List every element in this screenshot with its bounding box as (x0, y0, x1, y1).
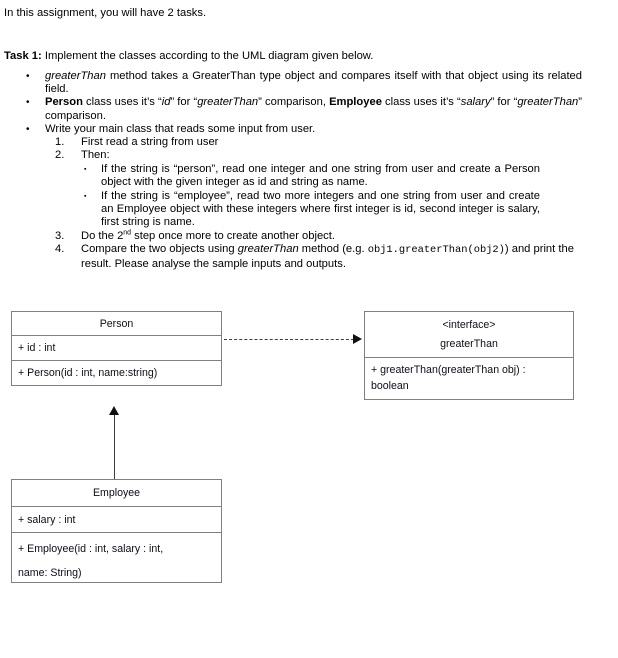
bullet-2-text-e: ” for “ (490, 96, 518, 109)
step-4-marker: 4. (55, 243, 65, 256)
step-1-text: First read a string from user (81, 136, 219, 149)
id-term: id (161, 96, 171, 109)
task-1-description: Implement the classes according to the U… (41, 50, 374, 62)
step-3-text: Do the 2nd step once more to create anot… (81, 229, 335, 242)
uml-employee-operation-line2: name: String) (18, 567, 82, 579)
greater-than-term: greaterThan (517, 96, 579, 109)
condition-employee-text: If the string is “employee”, read two mo… (101, 189, 540, 229)
person-term: Person (45, 96, 83, 109)
list-item: 3. Do the 2nd step once more to create a… (45, 229, 582, 243)
bullet-2-text-b: ” for “ (170, 96, 198, 109)
bullet-2-text-d: class uses it’s “ (381, 96, 461, 109)
step-3-marker: 3. (55, 229, 65, 242)
uml-person-title: Person (99, 317, 134, 330)
step-4-text-pre: Compare the two objects using (81, 243, 238, 256)
list-item: ▪ If the string is “person”, read one in… (45, 163, 582, 190)
task-1-label: Task 1: (4, 50, 42, 62)
uml-interface-title: greaterThan (440, 338, 498, 350)
salary-term: salary (460, 96, 491, 109)
step-1-marker: 1. (55, 136, 65, 149)
bullet-2-text-f: ” comparison. (45, 96, 582, 122)
uml-interface-operation-line1: + greaterThan(greaterThan obj) : (371, 364, 526, 376)
bullet-1-text: method takes a GreaterThan type object a… (45, 70, 582, 96)
ordinal-suffix: nd (123, 229, 132, 237)
uml-person-attribute: + id : int (12, 335, 221, 360)
realization-arrowhead-icon (353, 334, 362, 344)
uml-employee-title: Employee (92, 487, 141, 499)
step-3-text-post: step once more to create another object. (131, 229, 335, 242)
bullet-disc-icon: • (26, 97, 30, 109)
conditions-list: ▪ If the string is “person”, read one in… (45, 163, 582, 230)
uml-employee-operation-line1: + Employee(id : int, salary : int, (18, 543, 164, 555)
generalization-solid-line (114, 414, 115, 479)
list-item: • Write your main class that reads some … (0, 123, 600, 271)
employee-term: Employee (329, 96, 382, 109)
list-item: 1. First read a string from user (45, 136, 582, 149)
uml-person-operation: + Person(id : int, name:string) (12, 360, 221, 385)
bullet-2-text-a: class uses it’s “ (82, 96, 162, 109)
list-item: • greaterThan method takes a GreaterThan… (0, 70, 600, 96)
realization-dashed-line (224, 339, 354, 340)
list-item: 2. Then: (45, 149, 582, 162)
code-snippet: obj1.greaterThan(obj2) (367, 244, 505, 257)
greater-than-term: greaterThan (45, 70, 106, 82)
intro-paragraph: In this assignment, you will have 2 task… (4, 7, 207, 19)
bullet-square-icon: ▪ (84, 165, 87, 173)
condition-person-text: If the string is “person”, read one inte… (101, 162, 540, 189)
uml-interface-stereotype: <interface> (442, 319, 496, 331)
requirements-list: • greaterThan method takes a GreaterThan… (0, 70, 600, 271)
generalization-arrowhead-icon (109, 406, 119, 415)
bullet-disc-icon: • (26, 71, 30, 82)
bullet-3-text: Write your main class that reads some in… (45, 122, 316, 135)
bullet-2-text-c: ” comparison, (258, 96, 330, 109)
bullet-disc-icon: • (26, 123, 30, 135)
uml-employee-operation: + Employee(id : int, salary : int, name:… (12, 532, 221, 582)
uml-interface-operation: + greaterThan(greaterThan obj) : boolean (365, 357, 573, 399)
greater-than-term: greaterThan (237, 243, 299, 256)
step-4-text-mid: method (e.g. (298, 243, 368, 256)
uml-employee-attribute: + salary : int (12, 506, 221, 532)
greater-than-term: greaterThan (197, 96, 259, 109)
step-4-text: Compare the two objects using greaterTha… (81, 243, 574, 269)
list-item: 4. Compare the two objects using greater… (45, 243, 582, 271)
uml-interface-greaterthan: <interface> greaterThan + greaterThan(gr… (364, 311, 574, 400)
step-3-text-pre: Do the 2 (81, 229, 124, 242)
uml-interface-header: <interface> greaterThan (365, 312, 573, 357)
step-2-text: Then: (81, 149, 110, 162)
step-2-marker: 2. (55, 149, 65, 162)
uml-class-employee: Employee + salary : int + Employee(id : … (11, 479, 222, 583)
uml-interface-operation-line2: boolean (371, 380, 409, 392)
list-item: • Person class uses it’s “id” for “great… (0, 96, 600, 122)
step-4-text-post: ) and print the result. Please analyse t… (81, 243, 574, 270)
bullet-square-icon: ▪ (84, 192, 87, 200)
task-1-heading: Task 1: Implement the classes according … (4, 49, 604, 63)
numbered-steps-list: 1. First read a string from user 2. Then… (45, 136, 582, 271)
list-item: ▪ If the string is “employee”, read two … (45, 190, 582, 230)
uml-class-person: Person + id : int + Person(id : int, nam… (11, 311, 222, 386)
